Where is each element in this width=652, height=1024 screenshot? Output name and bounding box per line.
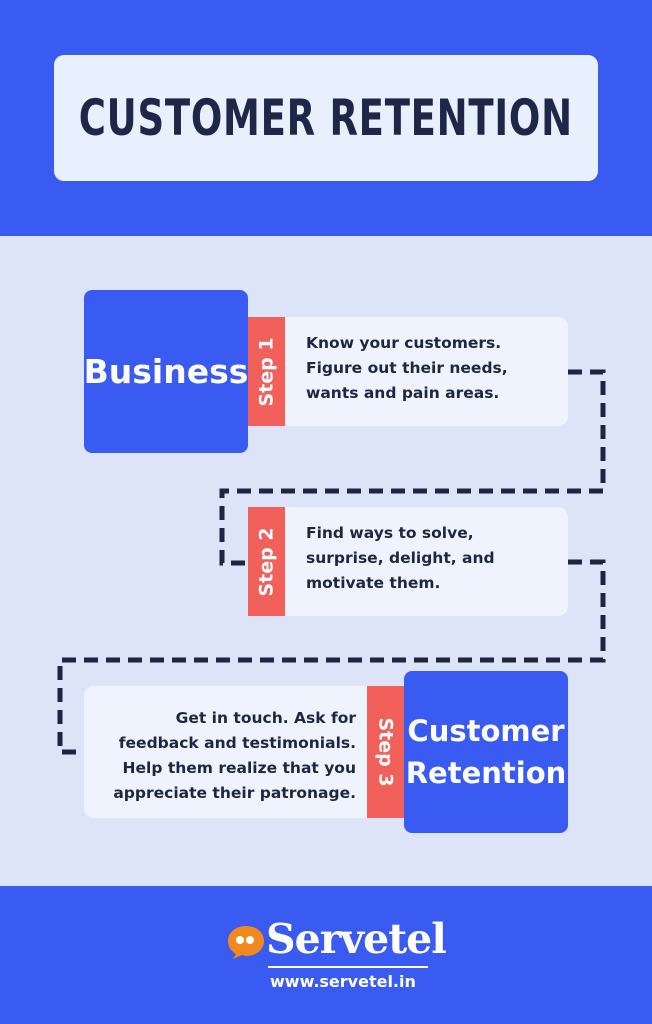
step-2-label: Step 2 [255,526,278,597]
retention-label-line2: Retention [405,756,567,790]
page-title: CUSTOMER RETENTION [79,89,573,147]
servetel-logo: Servetel www.servetel.in [226,915,447,1001]
step-3-tab: Step 3 [367,686,404,818]
title-box: CUSTOMER RETENTION [54,55,598,181]
step-1-label: Step 1 [255,336,278,407]
header-band: CUSTOMER RETENTION [0,0,652,236]
step-2-card: Find ways to solve, surprise, delight, a… [278,507,568,616]
business-box: Business [84,290,248,453]
step-3-text: Get in touch. Ask for feedback and testi… [113,709,356,802]
business-label: Business [83,352,249,391]
footer-band [0,886,652,1024]
brand-name: Servetel [266,915,447,963]
website-link[interactable]: www.servetel.in [270,972,416,991]
step-1-text: Know your customers. Figure out their ne… [306,334,508,402]
step-1-tab: Step 1 [248,317,285,426]
step-1-card: Know your customers. Figure out their ne… [278,317,568,426]
brand-underline [268,966,428,968]
step-3-label: Step 3 [374,717,397,787]
step-2-tab: Step 2 [248,507,285,616]
retention-label-line1: Customer [407,714,565,748]
step-2-text: Find ways to solve, surprise, delight, a… [306,524,495,592]
step-3-card: Get in touch. Ask for feedback and testi… [84,686,376,818]
chat-bubble-icon [228,926,264,959]
customer-retention-box: Customer Retention [404,671,568,833]
